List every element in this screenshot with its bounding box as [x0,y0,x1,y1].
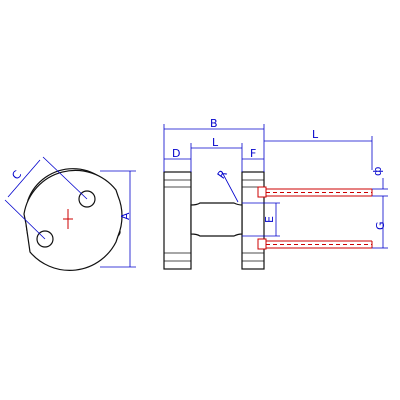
pin-hole-upper [78,190,96,208]
dim-phi-label: ф [371,167,384,176]
dim-c-line [7,159,41,198]
lead-pin-upper [257,186,373,198]
dim-r-label: R [215,167,230,181]
end-view: C A [4,156,136,271]
lead-pin-lower [257,238,373,250]
dim-e-label: E [263,216,276,223]
dim-f-label: F [250,147,256,160]
lead-pin-lower-head [257,238,267,250]
dim-g-label: G [374,221,387,230]
dim-d-label: D [172,147,180,160]
dim-c-ext-2 [4,199,46,240]
end-view-flange [23,169,123,271]
dim-l-inner-label: L [212,136,219,149]
core-body [190,202,243,237]
side-view: B L L D F R E ф G [163,117,388,270]
dim-b-label: B [210,117,218,130]
dim-a-label: A [119,212,132,220]
dim-r-leader [221,171,239,203]
dim-l-lead-label: L [312,128,319,141]
dim-c-ext-1 [42,156,88,200]
left-flange [163,171,192,270]
lead-pin-upper-head [257,186,267,198]
pin-hole-lower [36,230,54,248]
